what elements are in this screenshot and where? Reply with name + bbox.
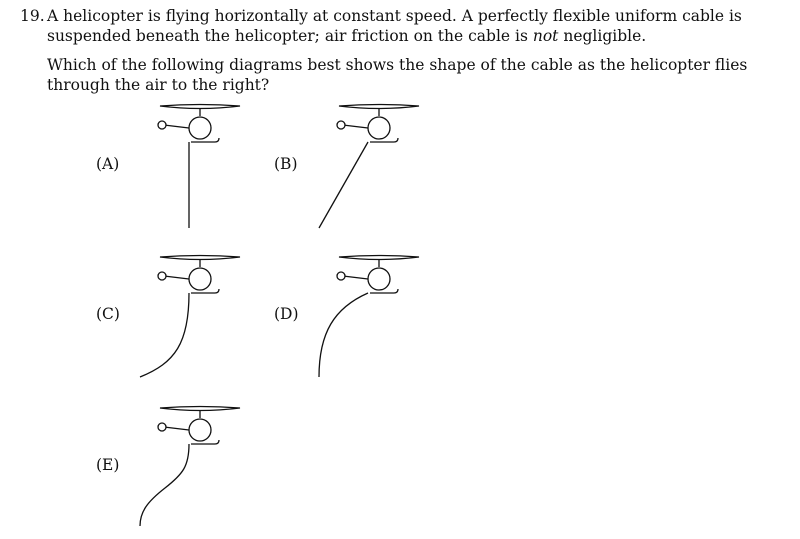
option-label-b[interactable]: (B) (274, 155, 298, 173)
diagram-a[interactable] (155, 102, 245, 232)
question-prompt: Which of the following diagrams best sho… (47, 56, 748, 94)
option-label-d[interactable]: (D) (274, 305, 299, 323)
helicopter-icon (157, 405, 241, 445)
question-number: 19. (20, 7, 45, 25)
option-label-a[interactable]: (A) (96, 155, 120, 173)
diagram-b[interactable] (318, 102, 424, 232)
cable (139, 443, 190, 527)
diagram-e[interactable] (139, 404, 245, 534)
helicopter-icon (157, 254, 241, 294)
emphasis-not: not (532, 27, 559, 45)
helicopter-icon (336, 103, 420, 143)
question-block: 19. A helicopter is flying horizontally … (20, 6, 790, 95)
helicopter-icon (157, 103, 241, 143)
question-text: A helicopter is flying horizontally at c… (47, 7, 742, 45)
cable (318, 292, 369, 378)
cable (139, 292, 190, 378)
helicopter-icon (336, 254, 420, 294)
diagram-c[interactable] (139, 253, 245, 383)
diagram-d[interactable] (318, 253, 424, 383)
option-label-e[interactable]: (E) (96, 456, 120, 474)
cable (318, 141, 369, 229)
option-label-c[interactable]: (C) (96, 305, 120, 323)
